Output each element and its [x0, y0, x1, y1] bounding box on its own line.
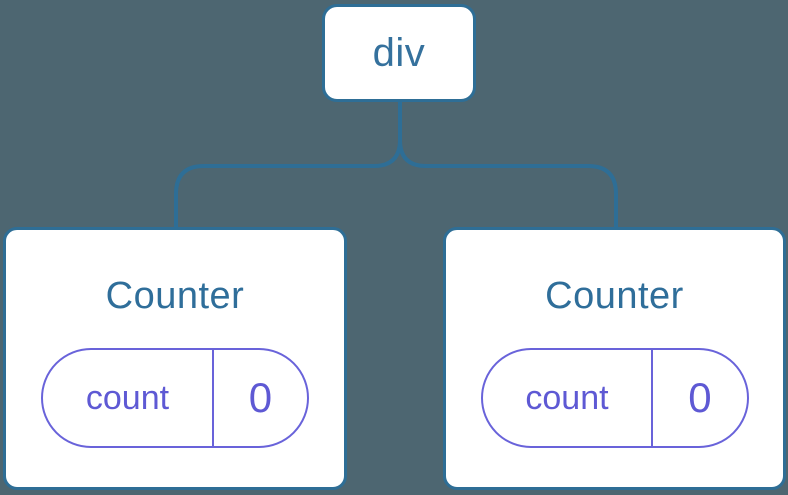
state-key-label: count: [525, 378, 609, 417]
root-node-label: div: [372, 30, 426, 75]
counter-node-left: Counter count 0: [3, 227, 347, 490]
counter-node-right: Counter count 0: [443, 227, 786, 490]
counter-title: Counter: [545, 275, 684, 317]
state-key-cell: count: [483, 350, 652, 446]
state-key-label: count: [85, 378, 170, 417]
connector-branch-right: [398, 139, 618, 228]
state-pill: count 0: [480, 348, 749, 448]
root-node-div: div: [322, 4, 476, 102]
counter-title: Counter: [105, 275, 245, 317]
state-value-cell: 0: [211, 350, 307, 446]
connector-branch-left: [174, 139, 402, 228]
state-value-label: 0: [688, 374, 712, 421]
state-value-label: 0: [248, 374, 273, 421]
state-pill: count 0: [41, 348, 309, 448]
state-value-cell: 0: [651, 350, 746, 446]
state-key-cell: count: [43, 350, 212, 446]
